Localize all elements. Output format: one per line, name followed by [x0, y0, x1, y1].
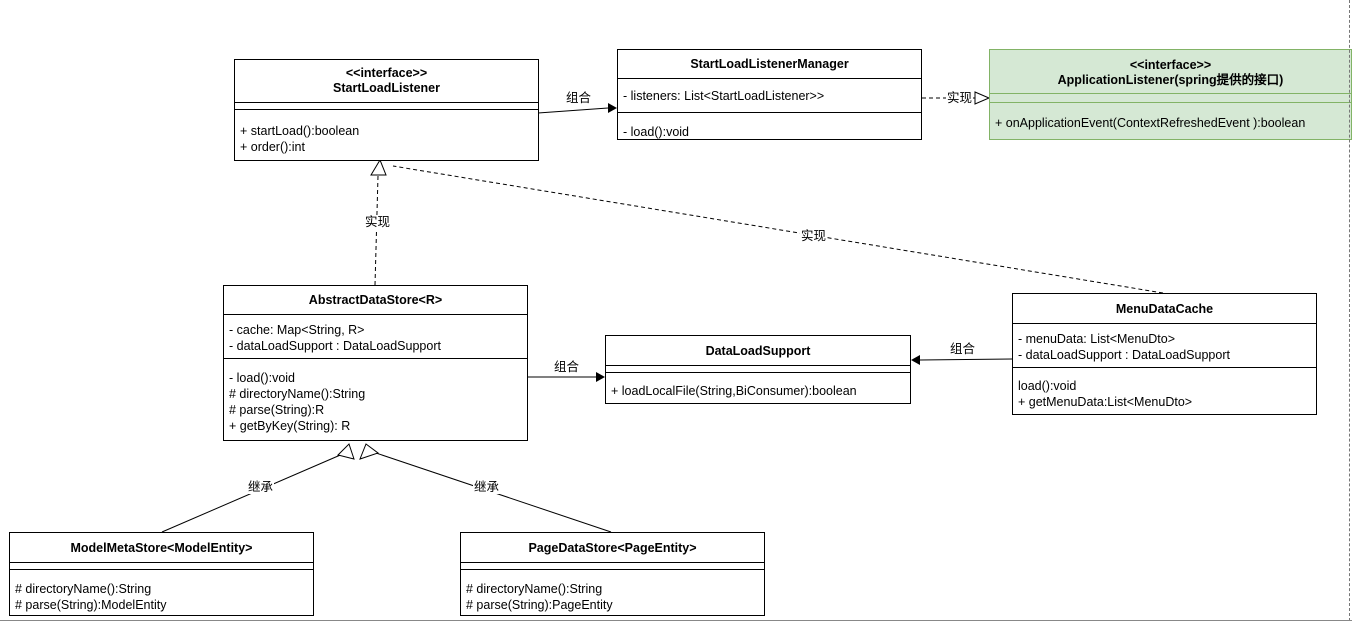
edge-label-inherit: 继承: [247, 480, 275, 494]
attribute: - menuData: List<MenuDto>: [1018, 332, 1176, 346]
class-header: PageDataStore<PageEntity>: [461, 533, 764, 563]
method: + getByKey(String): R: [229, 419, 351, 433]
class-header: AbstractDataStore<R>: [224, 286, 527, 315]
class-header: <<interface>> ApplicationListener(spring…: [990, 50, 1351, 94]
attribute: - dataLoadSupport : DataLoadSupport: [1018, 348, 1230, 362]
method: # directoryName():String: [229, 387, 366, 401]
class-application-listener[interactable]: <<interface>> ApplicationListener(spring…: [989, 49, 1352, 140]
edge-label-implement: 实现: [946, 91, 974, 105]
attributes-section: [990, 94, 1351, 103]
attributes-section: - cache: Map<String, R> - dataLoadSuppor…: [224, 315, 527, 359]
class-name: StartLoadListener: [333, 81, 440, 95]
method: - load():void: [623, 125, 689, 139]
attributes-section: [235, 103, 538, 110]
class-name: AbstractDataStore<R>: [308, 293, 443, 307]
class-name: ApplicationListener(spring提供的接口): [1057, 73, 1284, 87]
edge-label-implement: 实现: [800, 229, 828, 243]
edge-label-compose: 组合: [553, 360, 581, 374]
methods-section: - load():void # directoryName():String #…: [224, 359, 527, 434]
class-header: MenuDataCache: [1013, 294, 1316, 324]
method: + getMenuData:List<MenuDto>: [1018, 395, 1193, 409]
stereotype-label: <<interface>>: [1129, 58, 1212, 72]
attributes-section: - menuData: List<MenuDto> - dataLoadSupp…: [1013, 324, 1316, 368]
class-abstract-data-store[interactable]: AbstractDataStore<R> - cache: Map<String…: [223, 285, 528, 441]
attribute: - cache: Map<String, R>: [229, 323, 365, 337]
attributes-section: [606, 366, 910, 373]
edge-implement-abstract: [370, 158, 387, 286]
class-start-load-listener-manager[interactable]: StartLoadListenerManager - listeners: Li…: [617, 49, 922, 140]
edge-label-inherit: 继承: [473, 480, 501, 494]
class-header: <<interface>> StartLoadListener: [235, 60, 538, 103]
method: - load():void: [229, 371, 295, 385]
attribute: - dataLoadSupport : DataLoadSupport: [229, 339, 441, 353]
class-header: StartLoadListenerManager: [618, 50, 921, 79]
edge-compose-abstract: [527, 372, 605, 382]
canvas-page-edge: [1349, 0, 1352, 621]
methods-section: load():void + getMenuData:List<MenuDto>: [1013, 368, 1316, 410]
methods-section: + loadLocalFile(String,BiConsumer):boole…: [606, 373, 910, 399]
attributes-section: - listeners: List<StartLoadListener>>: [618, 79, 921, 113]
edge-label-compose: 组合: [565, 91, 593, 105]
stereotype-label: <<interface>>: [345, 66, 428, 80]
attributes-section: [10, 563, 313, 570]
attribute: - listeners: List<StartLoadListener>>: [623, 89, 825, 103]
method: + order():int: [240, 140, 305, 154]
class-name: PageDataStore<PageEntity>: [528, 541, 697, 555]
methods-section: # directoryName():String # parse(String)…: [10, 570, 313, 613]
class-name: ModelMetaStore<ModelEntity>: [70, 541, 253, 555]
methods-section: - load():void: [618, 113, 921, 140]
class-name: DataLoadSupport: [705, 344, 811, 358]
method: # parse(String):ModelEntity: [15, 598, 167, 612]
attributes-section: [461, 563, 764, 570]
class-data-load-support[interactable]: DataLoadSupport + loadLocalFile(String,B…: [605, 335, 911, 404]
edge-implement-menu: [392, 165, 1164, 294]
method: # parse(String):R: [229, 403, 325, 417]
edge-label-compose: 组合: [949, 342, 977, 356]
class-page-data-store[interactable]: PageDataStore<PageEntity> # directoryNam…: [460, 532, 765, 616]
class-header: ModelMetaStore<ModelEntity>: [10, 533, 313, 563]
methods-section: + startLoad():boolean + order():int: [235, 110, 538, 155]
methods-section: + onApplicationEvent(ContextRefreshedEve…: [990, 103, 1351, 131]
method: + loadLocalFile(String,BiConsumer):boole…: [611, 384, 857, 398]
class-menu-data-cache[interactable]: MenuDataCache - menuData: List<MenuDto> …: [1012, 293, 1317, 415]
method: + startLoad():boolean: [240, 124, 360, 138]
method: load():void: [1018, 379, 1077, 393]
method: # directoryName():String: [466, 582, 603, 596]
edge-compose-manager: [537, 103, 617, 114]
class-model-meta-store[interactable]: ModelMetaStore<ModelEntity> # directoryN…: [9, 532, 314, 616]
method: # directoryName():String: [15, 582, 152, 596]
class-name: StartLoadListenerManager: [690, 57, 849, 71]
method: # parse(String):PageEntity: [466, 598, 613, 612]
edge-compose-menu: [911, 355, 1013, 365]
method: + onApplicationEvent(ContextRefreshedEve…: [995, 116, 1306, 130]
methods-section: # directoryName():String # parse(String)…: [461, 570, 764, 613]
class-header: DataLoadSupport: [606, 336, 910, 366]
class-start-load-listener[interactable]: <<interface>> StartLoadListener + startL…: [234, 59, 539, 161]
class-name: MenuDataCache: [1115, 302, 1214, 316]
edge-label-implement: 实现: [364, 215, 392, 229]
